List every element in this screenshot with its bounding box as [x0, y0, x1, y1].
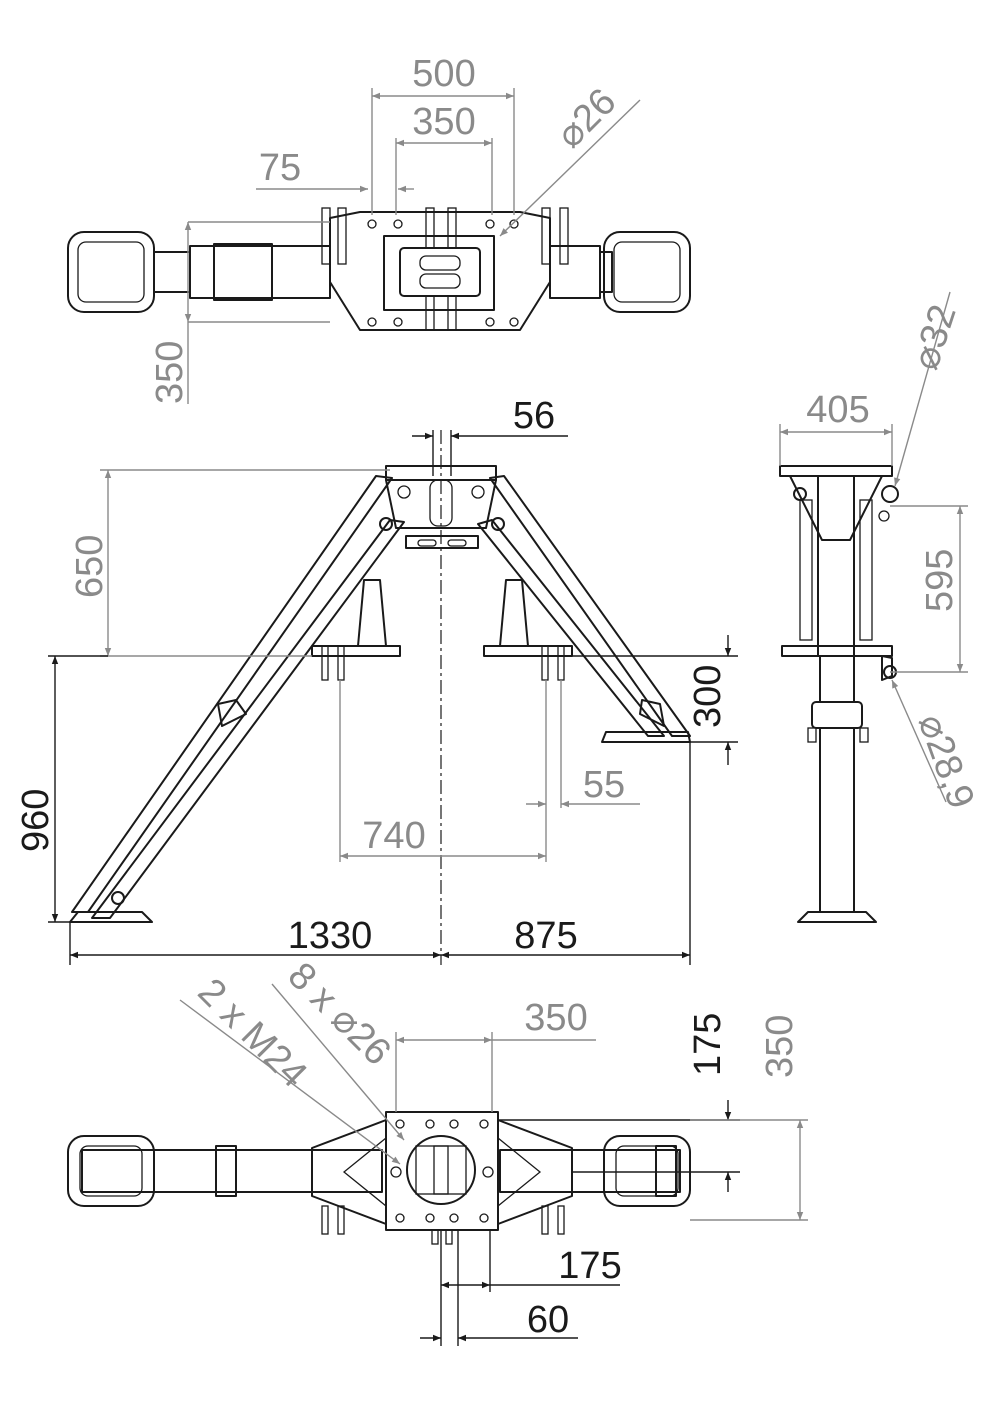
bottom-dim-60: 60 — [527, 1299, 569, 1341]
front-dim-300: 300 — [687, 665, 729, 728]
bottom-view: 350 175 350 175 60 2 x M24 8 x ⌀26 — [67, 955, 808, 1346]
front-dim-740: 740 — [362, 815, 425, 857]
front-dim-875: 875 — [514, 915, 577, 957]
front-view-part — [69, 430, 691, 965]
top-view-part — [67, 207, 691, 331]
bottom-view-dimensions — [179, 983, 808, 1346]
top-dim-75: 75 — [259, 147, 301, 189]
front-dim-1330: 1330 — [288, 915, 373, 957]
top-view: 500 350 75 ⌀26 350 — [67, 53, 691, 404]
front-dim-650: 650 — [69, 535, 111, 598]
front-view-dimensions — [48, 430, 738, 965]
top-dim-350: 350 — [412, 101, 475, 143]
top-dim-350-side: 350 — [149, 341, 191, 404]
bottom-dim-175-below: 175 — [558, 1245, 621, 1287]
bottom-view-part — [67, 1111, 691, 1245]
side-view-part — [779, 465, 899, 923]
bottom-dim-175-right: 175 — [687, 1013, 729, 1076]
front-dim-960: 960 — [15, 789, 57, 852]
side-dim-595: 595 — [919, 549, 961, 612]
side-dim-405: 405 — [806, 389, 869, 431]
top-dim-500: 500 — [412, 53, 475, 95]
side-dim-hole-28-9: ⌀28,9 — [910, 709, 983, 814]
side-view-dimensions — [779, 291, 968, 803]
bottom-dim-350-right: 350 — [759, 1015, 801, 1078]
top-view-dimensions — [184, 88, 641, 404]
top-dim-hole-26: ⌀26 — [549, 81, 625, 157]
side-view: 405 ⌀32 595 ⌀28,9 — [779, 291, 983, 923]
side-dim-hole-32: ⌀32 — [905, 300, 965, 375]
bottom-dim-350-top: 350 — [524, 997, 587, 1039]
front-dim-56: 56 — [513, 395, 555, 437]
front-dim-55: 55 — [583, 764, 625, 806]
front-view: 56 650 960 300 55 740 1330 875 — [15, 395, 738, 965]
